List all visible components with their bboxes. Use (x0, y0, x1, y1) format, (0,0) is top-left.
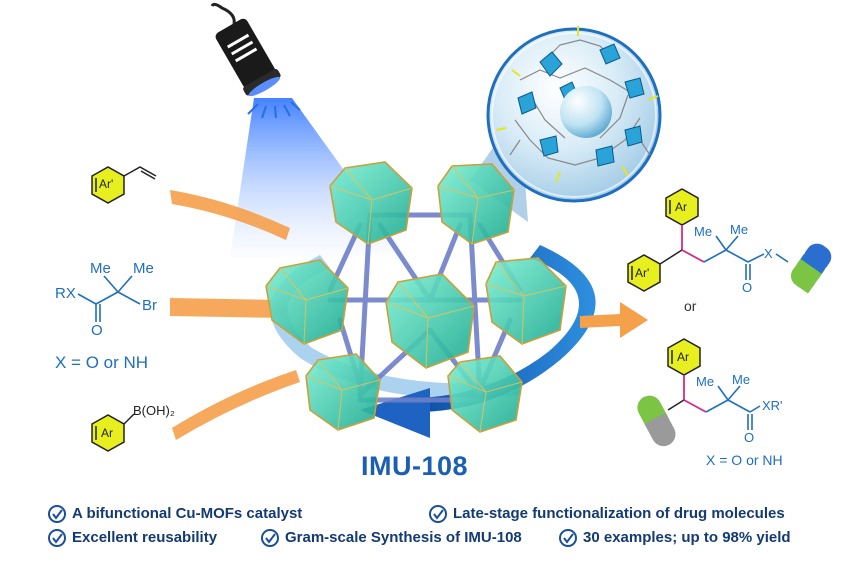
feature-1: A bifunctional Cu-MOFs catalyst (72, 505, 302, 522)
or-label: or (684, 298, 697, 314)
pore-structure-inset (470, 26, 662, 222)
product-bottom-o-label: O (744, 430, 755, 445)
check-circle-icon (48, 529, 66, 547)
boronic-group-label: B(OH)₂ (133, 403, 175, 418)
styrene-structure (91, 166, 157, 204)
product-bottom-ar-label: Ar (677, 350, 689, 364)
feature-5-text: 30 examples; up to 98% yield (583, 529, 791, 546)
bromide-rx-label: RX (55, 285, 76, 302)
product-top-ar-label: Ar (675, 200, 687, 214)
reactant-x-note: X = O or NH (55, 353, 149, 372)
product-top-x-label: X (764, 246, 773, 261)
check-circle-icon (261, 529, 279, 547)
check-circle-icon (429, 505, 447, 523)
feature-5: 30 examples; up to 98% yield (583, 529, 791, 546)
feature-2: Late-stage functionalization of drug mol… (453, 505, 785, 522)
product-arrow (580, 302, 648, 338)
feature-3-text: Excellent reusability (72, 529, 218, 546)
product-top-ar-prime-label: Ar' (635, 266, 650, 280)
feature-3: Excellent reusability (72, 529, 217, 546)
feature-4: Gram-scale Synthesis of IMU-108 (285, 529, 522, 546)
feature-2-text: Late-stage functionalization of drug mol… (453, 505, 785, 522)
boronic-acid-structure (91, 413, 135, 452)
product-top-structure (627, 188, 789, 292)
mof-framework (265, 161, 567, 433)
product-bottom-structure (667, 338, 761, 430)
bromide-br-label: Br (142, 297, 157, 314)
catalyst-title: IMU-108 (361, 451, 469, 481)
bromide-me2-label: Me (133, 260, 154, 277)
feature-1-text: A bifunctional Cu-MOFs catalyst (72, 505, 303, 522)
product-bottom-x-note: X = O or NH (706, 452, 783, 468)
feature-check-icons (48, 505, 577, 547)
bromide-structure (77, 275, 141, 322)
product-bottom-xr-label: XR' (762, 398, 783, 413)
product-bottom-me2-label: Me (732, 372, 751, 387)
bromide-o-label: O (91, 322, 103, 339)
styrene-ring-label: Ar' (99, 177, 114, 191)
product-top-me1-label: Me (694, 224, 713, 239)
boronic-ring-label: Ar (101, 426, 113, 440)
reactant-arrows (170, 190, 300, 440)
bromide-me1-label: Me (90, 260, 111, 277)
flashlight-icon (210, 2, 281, 97)
check-circle-icon (48, 505, 66, 523)
product-top-me2-label: Me (730, 222, 749, 237)
product-top-o-label: O (742, 280, 753, 295)
capsule-icon (791, 243, 832, 294)
feature-4-text: Gram-scale Synthesis of IMU-108 (285, 529, 522, 546)
product-bottom-me1-label: Me (696, 374, 715, 389)
capsule-icon (637, 395, 676, 447)
check-circle-icon (559, 529, 577, 547)
